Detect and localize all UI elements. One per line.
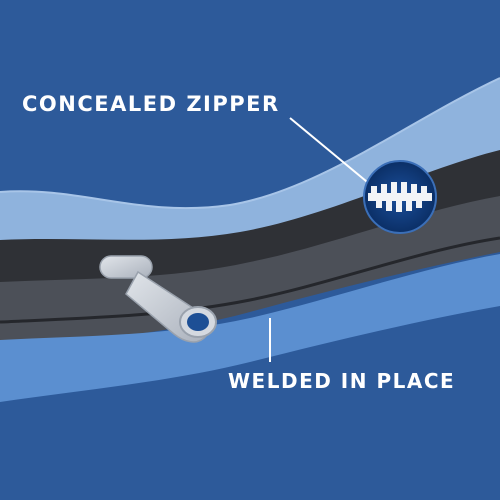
inner-seam-line	[0, 236, 500, 324]
mid-fabric-layer	[0, 196, 500, 352]
outer-fabric-layer	[0, 78, 500, 262]
zipper-callout-line	[289, 117, 373, 187]
concealed-zipper-label: CONCEALED ZIPPER	[22, 92, 280, 116]
zipper-pull-icon	[99, 255, 217, 343]
welded-in-place-label: WELDED IN PLACE	[228, 369, 456, 393]
welded-bottom-layer	[0, 254, 500, 402]
outer-layer-edge	[0, 77, 500, 210]
zipper-teeth-icon	[363, 160, 437, 234]
